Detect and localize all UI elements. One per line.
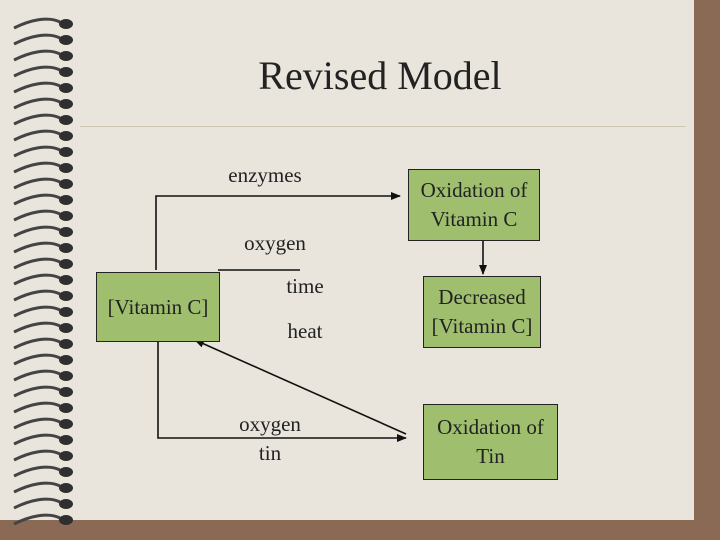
label-oxygen-tin: oxygen tin [220, 410, 320, 468]
label-heat: heat [265, 317, 345, 346]
label-enzymes: enzymes [210, 161, 320, 190]
decreased-vitamin-c-box: Decreased [Vitamin C] [423, 276, 541, 348]
label-time: time [265, 272, 345, 301]
label-oxygen: oxygen [225, 229, 325, 258]
vitamin-c-box: [Vitamin C] [96, 272, 220, 342]
oxidation-tin-box: Oxidation of Tin [423, 404, 558, 480]
oxidation-vitamin-c-box: Oxidation of Vitamin C [408, 169, 540, 241]
